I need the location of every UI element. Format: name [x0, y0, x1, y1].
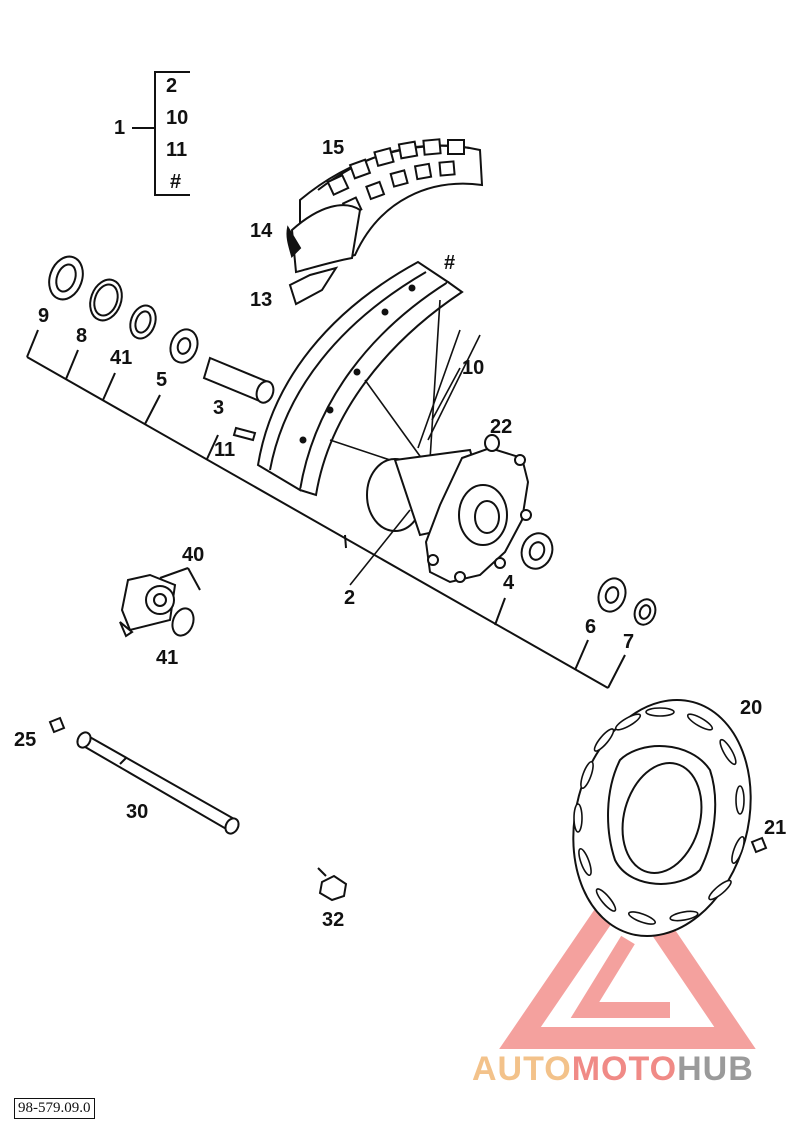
callout-2: 2 — [344, 587, 356, 609]
callout-3: 3 — [213, 397, 225, 419]
callout-1: 1 — [114, 117, 126, 139]
speedo-drive — [119, 567, 201, 638]
watermark-part-moto: MOTO — [571, 1050, 678, 1088]
callout-1-sub-10: 10 — [166, 107, 189, 129]
callout-30: 30 — [126, 801, 149, 823]
callout-21: 21 — [764, 817, 787, 839]
callout-32: 32 — [322, 909, 345, 931]
axle-parts — [48, 716, 348, 902]
callout-7: 7 — [623, 631, 635, 653]
callout-8: 8 — [76, 325, 88, 347]
watermark-part-hub: HUB — [677, 1050, 754, 1088]
leader-10 — [349, 367, 461, 586]
callout-1-sub-2: 2 — [166, 75, 178, 97]
callout-40: 40 — [182, 544, 205, 566]
callout-rim-hash: # — [444, 252, 456, 274]
callout-5: 5 — [156, 369, 168, 391]
left-parts — [48, 255, 275, 442]
watermark-text: AUTOMOTOHUB — [472, 1050, 754, 1089]
callout-25: 25 — [14, 729, 37, 751]
kit-bracket — [132, 71, 190, 196]
tube-and-rimband — [286, 204, 362, 306]
callout-1-sub-11: 11 — [166, 139, 188, 161]
callout-13: 13 — [250, 289, 273, 311]
callout-6: 6 — [585, 616, 597, 638]
callout-14: 14 — [250, 220, 273, 242]
callout-10: 10 — [462, 357, 485, 379]
leader-main — [26, 329, 626, 689]
callout-22: 22 — [490, 416, 513, 438]
drawing-code: 98-579.09.0 — [14, 1098, 95, 1119]
callout-4: 4 — [503, 572, 515, 594]
callout-9: 9 — [38, 305, 50, 327]
watermark-triangle — [499, 860, 756, 1049]
brake-disc — [572, 698, 768, 938]
callout-41-left: 41 — [110, 347, 133, 369]
callout-11: 11 — [214, 439, 236, 461]
callout-15: 15 — [322, 137, 345, 159]
rim — [256, 260, 464, 497]
hub — [366, 446, 532, 584]
callout-20: 20 — [740, 697, 763, 719]
watermark-part-auto: AUTO — [472, 1050, 572, 1088]
callout-1-sub-hash: # — [170, 171, 182, 193]
right-parts — [484, 434, 657, 626]
callout-41-right: 41 — [156, 647, 179, 669]
